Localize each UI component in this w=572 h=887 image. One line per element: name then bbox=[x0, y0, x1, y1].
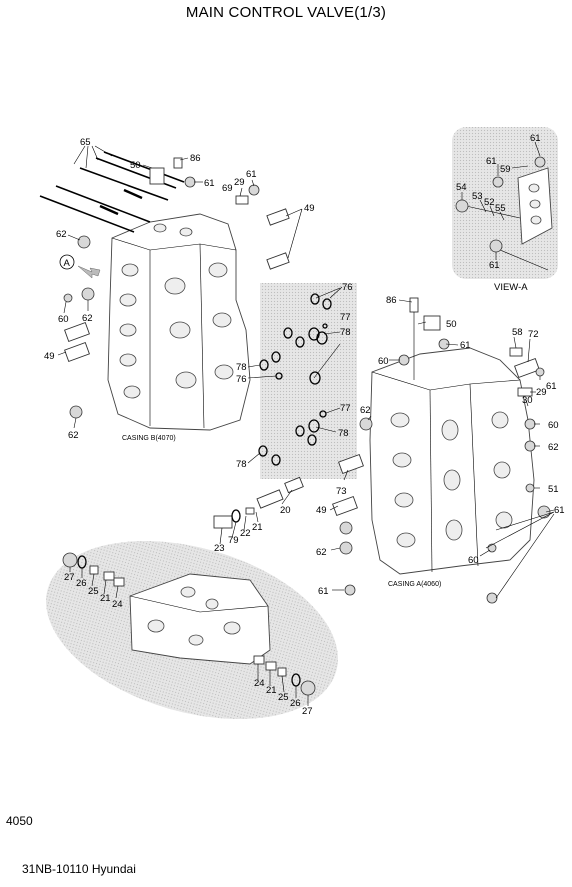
callout-label: 61 bbox=[489, 260, 500, 271]
page-title: MAIN CONTROL VALVE(1/3) bbox=[185, 4, 387, 21]
callout-label: 23 bbox=[214, 543, 225, 554]
callout-label: 78 bbox=[338, 428, 349, 439]
callout-label: 61 bbox=[318, 586, 329, 597]
callout-label: 55 bbox=[495, 203, 506, 214]
callout-label: 76 bbox=[342, 282, 353, 293]
callout-label: 72 bbox=[528, 329, 539, 340]
page-number: 4050 bbox=[6, 814, 33, 828]
view-a-detail bbox=[455, 156, 553, 271]
seal-panel-shade bbox=[260, 283, 357, 479]
view-a-label: VIEW-A bbox=[494, 282, 528, 293]
casing-a bbox=[369, 347, 535, 575]
callout-label: 62 bbox=[316, 547, 327, 558]
callout-label: 77 bbox=[340, 403, 351, 414]
callout-label: 58 bbox=[512, 327, 523, 338]
callout-label: 62 bbox=[360, 405, 371, 416]
callout-label: 53 bbox=[472, 191, 483, 202]
callout-label: 60 bbox=[548, 420, 559, 431]
callout-label: 60 bbox=[58, 314, 69, 325]
callout-label: 73 bbox=[336, 486, 347, 497]
callout-label: 61 bbox=[554, 505, 565, 516]
callout-label: 26 bbox=[290, 698, 301, 709]
casing-b-label: CASING B(4070) bbox=[122, 435, 176, 442]
callout-label: 25 bbox=[278, 692, 289, 703]
callout-label: 62 bbox=[56, 229, 67, 240]
callout-label: 78 bbox=[340, 327, 351, 338]
callout-label: 49 bbox=[316, 505, 327, 516]
callout-label: 24 bbox=[112, 599, 123, 610]
callout-label: 61 bbox=[530, 133, 541, 144]
callout-label: 61 bbox=[204, 178, 215, 189]
callout-label: 76 bbox=[236, 374, 247, 385]
callout-label: 86 bbox=[190, 153, 201, 164]
callout-label: 50 bbox=[130, 160, 141, 171]
callout-label: 79 bbox=[228, 535, 239, 546]
callout-label: 24 bbox=[254, 678, 265, 689]
callout-label: 62 bbox=[68, 430, 79, 441]
callout-label: 49 bbox=[304, 203, 315, 214]
document-reference: 31NB-10110 Hyundai bbox=[22, 862, 136, 876]
callout-label: 61 bbox=[486, 156, 497, 167]
callout-label: 78 bbox=[236, 459, 247, 470]
view-a-arrow: A bbox=[59, 254, 101, 279]
callout-label: 60 bbox=[468, 555, 479, 566]
callout-label: 49 bbox=[44, 351, 55, 362]
view-a-shade bbox=[452, 127, 558, 279]
callout-label: 61 bbox=[546, 381, 557, 392]
callout-label: 61 bbox=[460, 340, 471, 351]
callout-label: 52 bbox=[484, 197, 495, 208]
callout-label: 78 bbox=[236, 362, 247, 373]
callout-label: 27 bbox=[302, 706, 313, 717]
arrow-a-label: A bbox=[64, 258, 71, 269]
callout-label: 25 bbox=[88, 586, 99, 597]
callout-label: 54 bbox=[456, 182, 467, 193]
callout-label: 21 bbox=[252, 522, 263, 533]
callout-label: 51 bbox=[548, 484, 559, 495]
callout-label: 26 bbox=[76, 578, 87, 589]
leader-lines bbox=[57, 141, 555, 706]
seal-o-rings bbox=[258, 293, 332, 466]
callout-label: 77 bbox=[340, 312, 351, 323]
callout-label: 86 bbox=[386, 295, 397, 306]
callout-labels: 65 50 86 61 69 29 61 49 62 60 62 49 62 7… bbox=[44, 133, 565, 717]
lower-valve-detail bbox=[129, 573, 271, 665]
callout-label: 27 bbox=[64, 572, 75, 583]
callout-label: 21 bbox=[266, 685, 277, 696]
casing-b bbox=[107, 213, 251, 431]
callout-label: 29 bbox=[536, 387, 547, 398]
callout-label: 65 bbox=[80, 137, 91, 148]
fittings bbox=[62, 157, 551, 696]
callout-label: 62 bbox=[548, 442, 559, 453]
callout-label: 59 bbox=[500, 164, 511, 175]
callout-label: 50 bbox=[446, 319, 457, 330]
callout-label: 69 bbox=[222, 183, 233, 194]
callout-label: 30 bbox=[522, 395, 533, 406]
callout-label: 22 bbox=[240, 528, 251, 539]
tie-bolts bbox=[39, 151, 185, 233]
callout-label: 60 bbox=[378, 356, 389, 367]
callout-label: 62 bbox=[82, 313, 93, 324]
callout-label: 20 bbox=[280, 505, 291, 516]
callout-label: 29 bbox=[234, 177, 245, 188]
casing-a-label: CASING A(4060) bbox=[388, 581, 441, 588]
callout-label: 21 bbox=[100, 593, 111, 604]
callout-label: 61 bbox=[246, 169, 257, 180]
